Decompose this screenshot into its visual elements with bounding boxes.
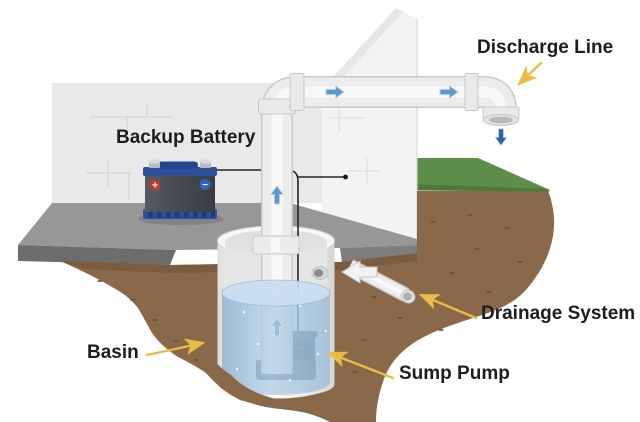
label-sump-pump: Sump Pump bbox=[399, 363, 510, 384]
battery-handle bbox=[158, 161, 198, 169]
label-discharge-line: Discharge Line bbox=[477, 37, 614, 58]
cord-wall-anchor bbox=[343, 174, 348, 180]
battery-minus-label: − bbox=[202, 180, 208, 191]
pointer-arrows bbox=[145, 61, 543, 380]
battery-terminal bbox=[149, 159, 211, 168]
basin-pointer-arrow bbox=[145, 338, 206, 357]
label-backup-battery: Backup Battery bbox=[116, 127, 256, 148]
battery-negative-badge bbox=[199, 179, 211, 190]
label-drainage-system: Drainage System bbox=[481, 303, 636, 324]
label-basin: Basin bbox=[87, 342, 139, 363]
foundation-wall bbox=[322, 8, 418, 245]
discharge-pointer-arrow bbox=[517, 61, 543, 86]
basin-inlet-hole bbox=[311, 266, 329, 280]
sump-pump-pointer-arrow bbox=[326, 351, 395, 380]
backup-battery: + − bbox=[138, 159, 224, 225]
drainage-pipe bbox=[341, 259, 416, 304]
drain-flow-arrow-icon bbox=[341, 260, 378, 284]
drainage-pointer-arrow bbox=[418, 293, 478, 320]
wall-crack-lines bbox=[86, 103, 173, 199]
battery-positive-badge bbox=[149, 179, 161, 191]
pipe-couplings bbox=[252, 73, 479, 255]
grass bbox=[417, 158, 550, 192]
soil-foreground-lip bbox=[203, 360, 378, 421]
basin-water bbox=[221, 279, 331, 395]
battery-plus-label: + bbox=[152, 181, 158, 192]
water-bubbles bbox=[235, 304, 328, 382]
discharge-pipe bbox=[252, 73, 520, 374]
pipe-outlet bbox=[482, 106, 520, 126]
soil-speckles bbox=[97, 214, 523, 374]
